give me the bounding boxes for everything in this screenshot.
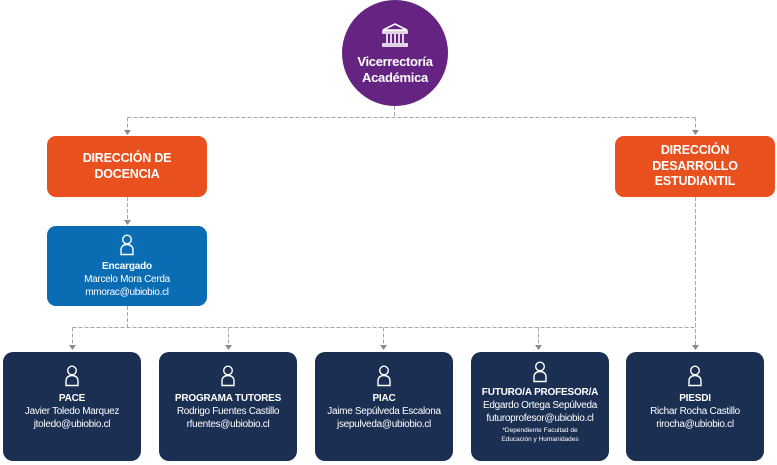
manager-node: Encargado Marcelo Mora Cerda mmorac@ubio… (47, 226, 207, 306)
unit-pace: PACE Javier Toledo Marquez jtoledo@ubiob… (3, 352, 141, 461)
arrow-unit-2 (225, 345, 232, 350)
unit-contact-email: rirocha@ubiobio.cl (656, 419, 734, 430)
unit-contact-email: rfuentes@ubiobio.cl (186, 419, 270, 430)
unit-contact-email: futuroprofesor@ubiobio.cl (486, 413, 594, 424)
root-node-vicerrectoria: Vicerrectoría Académica (342, 0, 448, 106)
manager-name: Marcelo Mora Cerda (84, 274, 170, 285)
unit-contact-email: jsepulveda@ubiobio.cl (337, 419, 431, 430)
unit-title: PIAC (372, 393, 396, 404)
unit-title: FUTURO/A PROFESOR/A (481, 387, 599, 398)
unit-title: PIESDI (679, 393, 711, 404)
arrow-unit-3 (380, 345, 387, 350)
unit-contact-name: Richar Rocha Castillo (650, 406, 740, 417)
unit-programa-tutores: PROGRAMA TUTORES Rodrigo Fuentes Castill… (159, 352, 297, 461)
arrow-desarrollo (692, 130, 699, 135)
unit-piesdi: PIESDI Richar Rocha Castillo rirocha@ubi… (626, 352, 764, 461)
manager-email: mmorac@ubiobio.cl (85, 287, 169, 298)
unit-note-line-2: Educación y Humanidades (501, 436, 579, 443)
arrow-manager (124, 220, 131, 225)
unit-contact-name: Javier Toledo Marquez (24, 406, 120, 417)
unit-contact-name: Edgardo Ortega Sepúlveda (483, 400, 597, 411)
unit-piac: PIAC Jaime Sepúlveda Escalona jsepulveda… (315, 352, 453, 461)
manager-title: Encargado (102, 261, 152, 272)
arrow-unit-4 (535, 345, 542, 350)
root-label-line-2: Académica (362, 70, 428, 85)
root-label-line-1: Vicerrectoría (357, 54, 433, 69)
arrow-unit-5 (692, 345, 699, 350)
arrow-unit-1 (69, 345, 76, 350)
direction-docencia: DIRECCIÓN DE DOCENCIA (47, 136, 207, 197)
unit-contact-name: Jaime Sepúlveda Escalona (327, 406, 441, 417)
unit-contact-name: Rodrigo Fuentes Castillo (176, 406, 280, 417)
unit-futuro-profesor: FUTURO/A PROFESOR/A Edgardo Ortega Sepúl… (471, 352, 609, 461)
person-icon (688, 365, 702, 387)
unit-note-line-1: *Dependiente Facultad de (502, 427, 578, 434)
direction-desarrollo-estudiantil: DIRECCIÓN DESARROLLO ESTUDIANTIL (615, 136, 775, 197)
person-icon (377, 365, 391, 387)
institution-building-icon (382, 23, 408, 47)
unit-title: PROGRAMA TUTORES (174, 393, 282, 404)
unit-title: PACE (58, 393, 86, 404)
person-icon (65, 365, 79, 387)
person-icon (120, 234, 134, 256)
unit-contact-email: jtoledo@ubiobio.cl (33, 419, 111, 430)
person-icon (533, 361, 547, 383)
person-icon (221, 365, 235, 387)
arrow-docencia (124, 130, 131, 135)
